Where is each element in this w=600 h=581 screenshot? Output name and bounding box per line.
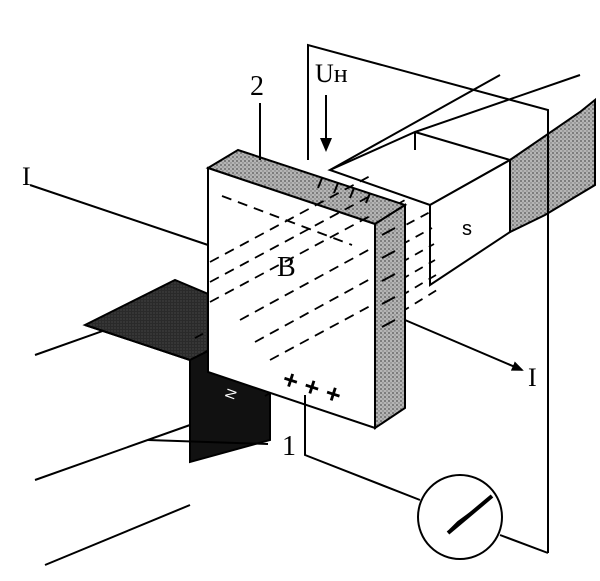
pole-south-label: s bbox=[462, 218, 472, 240]
top-face-marks bbox=[317, 177, 371, 204]
current-wire-left bbox=[29, 184, 209, 246]
hall-voltage-label: Uн bbox=[315, 59, 348, 88]
magnet-leader-line bbox=[147, 439, 269, 445]
hall-voltage-arrow bbox=[320, 95, 332, 152]
upper-yoke bbox=[329, 74, 596, 234]
voltmeter bbox=[417, 474, 503, 560]
voltmeter-circuit bbox=[304, 43, 549, 554]
south-pole-magnet bbox=[327, 130, 513, 287]
hall-plate bbox=[205, 148, 408, 430]
current-label-left: I bbox=[22, 162, 31, 191]
plate-number-label: 2 bbox=[250, 71, 264, 102]
side-face-marks bbox=[381, 227, 396, 328]
field-label: B bbox=[277, 252, 296, 283]
current-wire-right bbox=[404, 319, 524, 371]
magnet-number-label: 1 bbox=[282, 431, 296, 462]
field-lines-on-plate bbox=[209, 174, 373, 361]
current-label-right: I bbox=[528, 363, 537, 392]
